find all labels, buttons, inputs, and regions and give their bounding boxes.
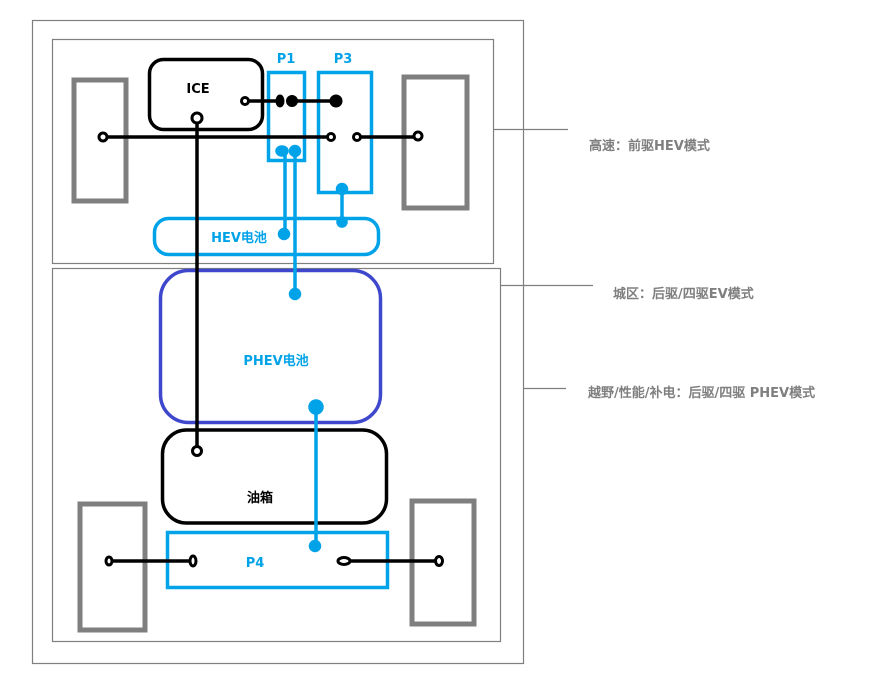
label-fuel-tank: 油箱 [247,490,273,506]
joint-p1-bottom-left [275,145,289,157]
joint-p3-axle-left [326,132,336,142]
rear-section-frame [51,267,502,643]
electric-links [275,144,349,553]
hev-battery [152,216,381,257]
joint-p4-top [308,539,322,553]
mode-note-highway: 高速：前驱HEV模式 [589,138,710,154]
vehicle-outer-frame [31,19,525,665]
motor-p3 [316,70,374,195]
joint-phev-battery-bottom [308,399,324,415]
joint-ice-bottom [190,111,204,125]
joint-p1-left [275,94,285,108]
joint-p1-right [286,95,298,107]
mode-note-offroad: 越野/性能/补电：后驱/四驱 PHEV模式 [587,385,815,401]
wheel-rear-left [77,501,148,633]
mode-note-city: 城区：后驱/四驱EV模式 [613,286,754,302]
joint-fuel-tank [191,445,203,457]
wheel-front-right [401,74,470,211]
mechanical-joints [97,94,444,568]
mechanical-links [103,99,439,563]
label-ice: ICE [186,82,209,97]
joint-wheel-front-right [412,130,424,142]
joint-phev-battery-top [288,287,302,301]
label-hev-battery: HEV电池 [211,230,267,246]
joint-p4-left [188,554,198,568]
joint-hev-battery-p3 [336,216,348,228]
phev-battery [158,268,383,425]
joint-p4-right [336,556,352,566]
joint-hev-battery-p1 [277,227,291,241]
joint-p1-bottom-right [288,144,302,158]
fuel-tank [160,428,389,525]
label-p1: P1 [277,52,296,67]
joint-wheel-rear-right [434,555,444,567]
joint-wheel-front-left [97,131,109,143]
label-p4: P4 [246,556,265,571]
label-phev-battery: PHEV电池 [243,353,308,369]
joint-p3-top [329,94,343,108]
joint-wheel-rear-left [104,555,114,567]
joint-ice-output [240,96,250,106]
front-section-frame [51,38,495,265]
label-p3: P3 [334,52,353,67]
joint-p3-bottom [335,182,349,196]
joint-p3-axle-right [352,132,362,142]
ice-engine [147,57,265,132]
wheel-front-left [71,77,129,204]
